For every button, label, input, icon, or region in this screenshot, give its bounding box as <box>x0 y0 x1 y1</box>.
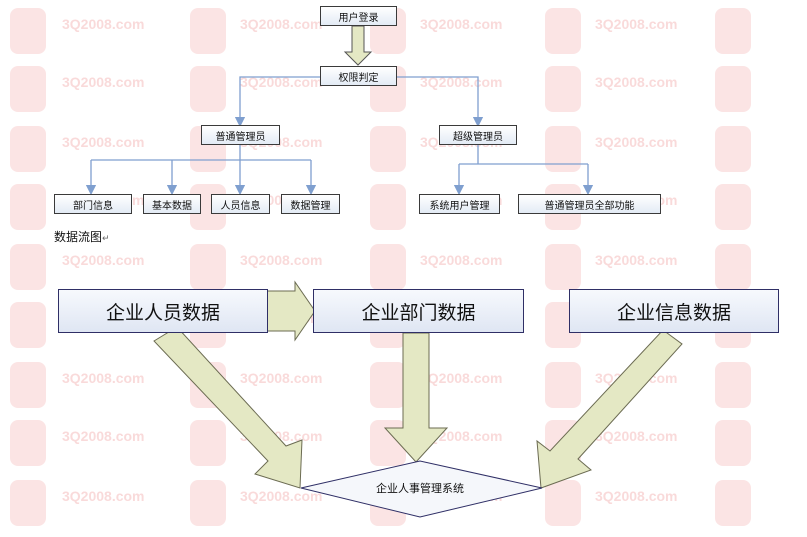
flow-caption: 数据流图↵ <box>54 228 110 245</box>
target-system-label: 企业人事管理系统 <box>340 480 500 496</box>
permission-check-label: 权限判定 <box>338 72 379 84</box>
info-to-system-arrow <box>536 329 683 489</box>
normal-admin-connector <box>85 145 317 196</box>
login-box: 用户登录 <box>320 6 397 26</box>
normal-admin-all-box: 普通管理员全部功能 <box>518 194 661 214</box>
staff-info-label: 人员信息 <box>220 200 261 212</box>
target-diamond-shape <box>300 460 543 518</box>
personnel-to-dept-arrow <box>265 280 316 342</box>
flow-caption-text: 数据流图 <box>54 230 103 244</box>
staff-info-box: 人员信息 <box>211 194 270 214</box>
personnel-data-label: 企业人员数据 <box>105 301 220 324</box>
super-admin-connector <box>453 145 594 196</box>
super-admin-box: 超级管理员 <box>439 125 517 145</box>
normal-admin-all-label: 普通管理员全部功能 <box>544 200 635 212</box>
system-user-manage-box: 系统用户管理 <box>419 194 500 214</box>
personnel-data-box: 企业人员数据 <box>58 289 268 333</box>
check-to-admins-connector <box>234 76 484 128</box>
company-info-box: 企业信息数据 <box>569 289 779 333</box>
dept-info-label: 部门信息 <box>73 200 113 212</box>
normal-admin-label: 普通管理员 <box>215 131 266 143</box>
company-info-label: 企业信息数据 <box>616 301 731 324</box>
basic-data-box: 基本数据 <box>143 194 201 214</box>
target-system-text: 企业人事管理系统 <box>376 482 464 495</box>
super-admin-label: 超级管理员 <box>453 131 503 143</box>
personnel-to-system-arrow <box>153 326 303 489</box>
dept-to-system-arrow <box>383 332 449 463</box>
normal-admin-box: 普通管理员 <box>201 125 280 145</box>
permission-check-box: 权限判定 <box>320 66 397 86</box>
dept-info-box: 部门信息 <box>54 194 132 214</box>
basic-data-label: 基本数据 <box>152 200 192 212</box>
department-data-label: 企业部门数据 <box>361 301 476 324</box>
data-manage-box: 数据管理 <box>281 194 340 214</box>
department-data-box: 企业部门数据 <box>313 289 524 333</box>
data-manage-label: 数据管理 <box>290 200 331 212</box>
system-user-manage-label: 系统用户管理 <box>429 200 490 212</box>
return-mark-icon: ↵ <box>102 234 110 244</box>
login-to-check-arrow <box>343 25 373 66</box>
login-label: 用户登录 <box>338 12 379 24</box>
